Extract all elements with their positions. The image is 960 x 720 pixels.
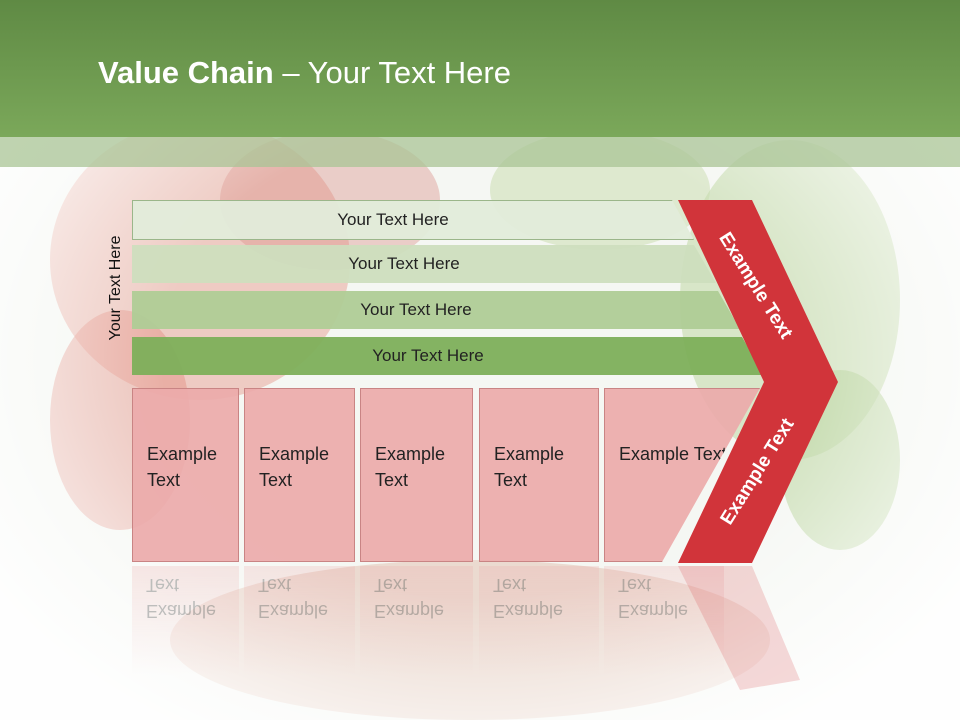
- box-reflection-3: Example Text: [360, 566, 473, 676]
- box-reflection-4: Example Text: [479, 566, 599, 676]
- primary-activity-box-1: Example Text: [132, 388, 239, 562]
- header-bar: Value Chain – Your Text Here: [0, 0, 960, 137]
- primary-activity-box-3: Example Text: [360, 388, 473, 562]
- side-label: Your Text Here: [107, 235, 124, 341]
- support-bar-3: Your Text Here: [132, 291, 740, 329]
- box-reflection-2: Example Text: [244, 566, 355, 676]
- box-reflection-5: Example Text: [604, 566, 724, 676]
- primary-activity-box-4: Example Text: [479, 388, 599, 562]
- support-bar-2: Your Text Here: [132, 245, 716, 283]
- primary-activity-box-2: Example Text: [244, 388, 355, 562]
- title-bold: Value Chain: [98, 55, 274, 90]
- box-reflection-1: Example Text: [132, 566, 239, 676]
- support-bar-1-label: Your Text Here: [337, 210, 449, 229]
- page-title: Value Chain – Your Text Here: [98, 55, 511, 91]
- support-bar-4: Your Text Here: [132, 337, 764, 375]
- support-bar-2-label: Your Text Here: [348, 254, 460, 273]
- header-band: [0, 137, 960, 167]
- support-bar-4-label: Your Text Here: [372, 346, 484, 365]
- title-rest: – Your Text Here: [273, 55, 511, 90]
- support-bar-3-label: Your Text Here: [360, 300, 472, 319]
- support-bar-1: Your Text Here: [132, 200, 694, 240]
